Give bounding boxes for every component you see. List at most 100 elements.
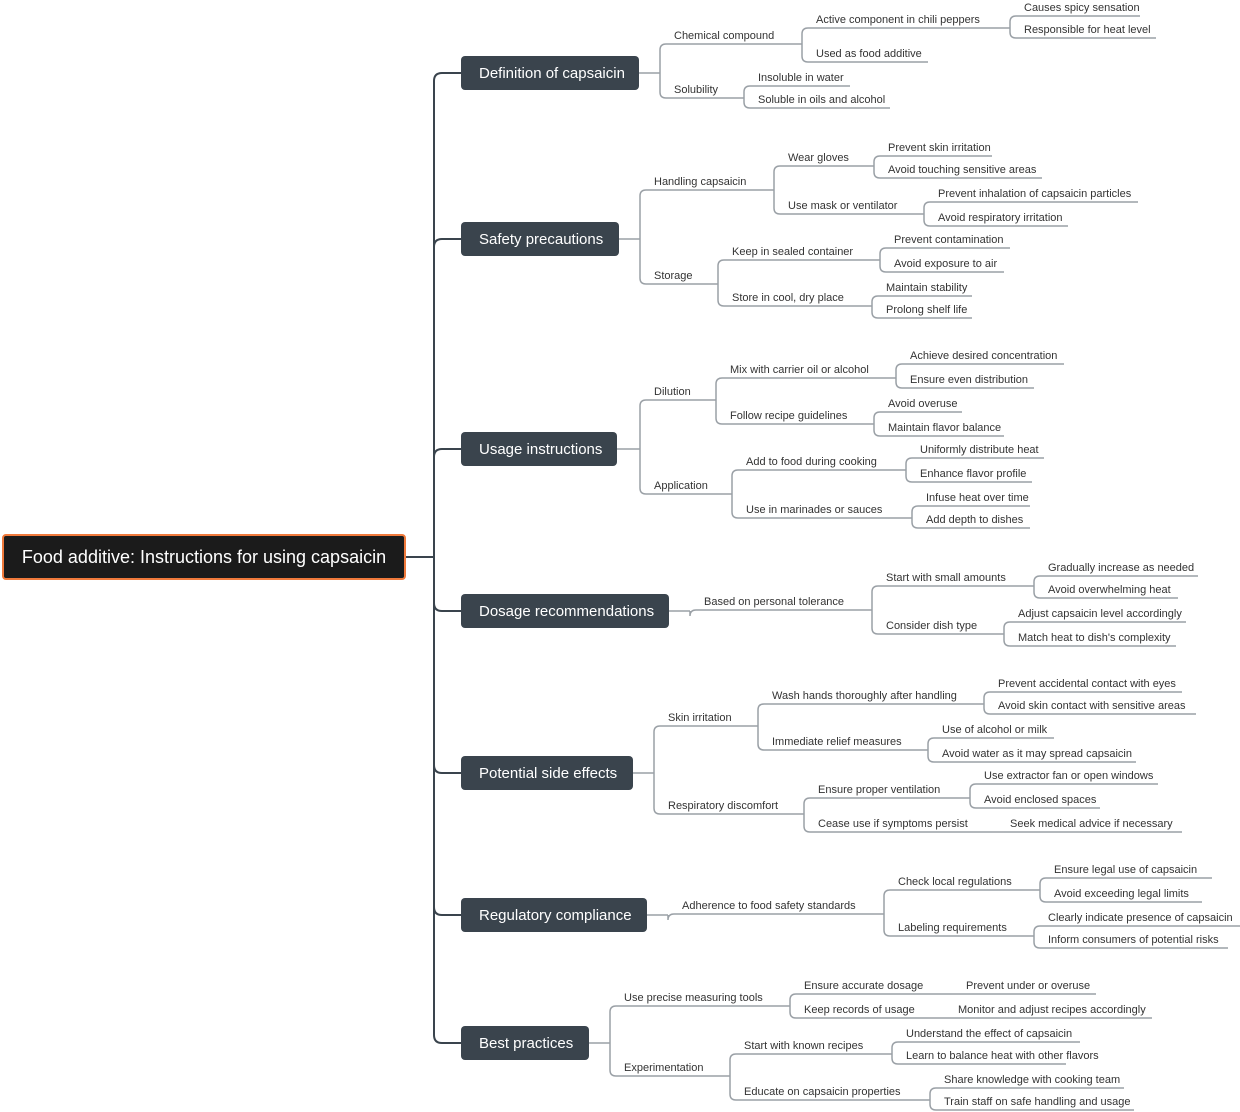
- topic-node-labeling-requirements[interactable]: Labeling requirements: [898, 922, 1007, 934]
- branch-node-safety-precautions[interactable]: Safety precautions: [461, 222, 619, 256]
- topic-node-start-with-small-amounts[interactable]: Start with small amounts: [886, 572, 1006, 584]
- topic-node-avoid-overuse[interactable]: Avoid overuse: [888, 398, 958, 410]
- connector-skin-irritation-link-0: [757, 703, 766, 726]
- topic-node-insoluble-in-water[interactable]: Insoluble in water: [758, 72, 844, 84]
- topic-node-adjust-capsaicin-level-accordingly[interactable]: Adjust capsaicin level accordingly: [1018, 608, 1182, 620]
- root-node[interactable]: Food additive: Instructions for using ca…: [2, 534, 406, 580]
- branch-node-regulatory-compliance[interactable]: Regulatory compliance: [461, 898, 647, 932]
- topic-node-soluble-in-oils-and-alcohol[interactable]: Soluble in oils and alcohol: [758, 94, 886, 106]
- topic-node-used-as-food-additive[interactable]: Used as food additive: [816, 48, 922, 60]
- topic-node-follow-recipe-guidelines[interactable]: Follow recipe guidelines: [730, 410, 848, 422]
- topic-node-train-staff-on-safe-handling-and-usage[interactable]: Train staff on safe handling and usage: [944, 1096, 1131, 1108]
- topic-node-keep-records-of-usage[interactable]: Keep records of usage: [804, 1004, 915, 1016]
- topic-node-avoid-exceeding-legal-limits[interactable]: Avoid exceeding legal limits: [1054, 888, 1189, 900]
- topic-node-enhance-flavor-profile[interactable]: Enhance flavor profile: [920, 468, 1027, 480]
- topic-node-educate-on-capsaicin-properties[interactable]: Educate on capsaicin properties: [744, 1086, 901, 1098]
- topic-node-share-knowledge-with-cooking-team[interactable]: Share knowledge with cooking team: [944, 1074, 1121, 1086]
- topic-node-maintain-stability[interactable]: Maintain stability: [886, 282, 968, 294]
- topic-node-avoid-overwhelming-heat[interactable]: Avoid overwhelming heat: [1048, 584, 1171, 596]
- topic-node-use-extractor-fan-or-open-windows[interactable]: Use extractor fan or open windows: [984, 770, 1154, 782]
- topic-node-monitor-and-adjust-recipes-accordingly[interactable]: Monitor and adjust recipes accordingly: [958, 1004, 1146, 1016]
- topic-node-add-depth-to-dishes[interactable]: Add depth to dishes: [926, 514, 1024, 526]
- topic-node-avoid-water-as-it-may-spread-capsaicin[interactable]: Avoid water as it may spread capsaicin: [942, 748, 1132, 760]
- topic-node-ensure-accurate-dosage[interactable]: Ensure accurate dosage: [804, 980, 924, 992]
- topic-node-application[interactable]: Application: [654, 480, 708, 492]
- topic-node-use-of-alcohol-or-milk[interactable]: Use of alcohol or milk: [942, 724, 1048, 736]
- topic-node-keep-in-sealed-container[interactable]: Keep in sealed container: [732, 246, 854, 258]
- topic-node-prevent-inhalation-of-capsaicin-particles[interactable]: Prevent inhalation of capsaicin particle…: [938, 188, 1132, 200]
- topic-node-match-heat-to-dish-s-complexity[interactable]: Match heat to dish's complexity: [1018, 632, 1171, 644]
- topic-node-dilution[interactable]: Dilution: [654, 386, 691, 398]
- topic-node-clearly-indicate-presence-of-capsaicin[interactable]: Clearly indicate presence of capsaicin: [1048, 912, 1233, 924]
- topic-node-immediate-relief-measures[interactable]: Immediate relief measures: [772, 736, 902, 748]
- connector-add-to-food-during-cooking-link-0: [905, 457, 914, 470]
- topic-node-prevent-contamination[interactable]: Prevent contamination: [894, 234, 1004, 246]
- topic-node-based-on-personal-tolerance[interactable]: Based on personal tolerance: [704, 596, 845, 608]
- topic-node-chemical-compound[interactable]: Chemical compound: [674, 30, 775, 42]
- branch-node-definition-of-capsaicin[interactable]: Definition of capsaicin: [461, 56, 639, 90]
- topic-node-infuse-heat-over-time[interactable]: Infuse heat over time: [926, 492, 1029, 504]
- connector-labeling-requirements-link-0: [1033, 925, 1042, 936]
- trunk-link-safety-precautions: [433, 238, 461, 557]
- topic-node-check-local-regulations[interactable]: Check local regulations: [898, 876, 1012, 888]
- connector-experimentation-link-1: [729, 1076, 738, 1101]
- topic-node-adherence-to-food-safety-standards[interactable]: Adherence to food safety standards: [682, 900, 856, 912]
- trunk-link-definition-of-capsaicin: [433, 72, 461, 557]
- branch-node-dosage-recommendations[interactable]: Dosage recommendations: [461, 594, 669, 628]
- topic-node-mix-with-carrier-oil-or-alcohol[interactable]: Mix with carrier oil or alcohol: [730, 364, 869, 376]
- topic-node-avoid-enclosed-spaces[interactable]: Avoid enclosed spaces: [984, 794, 1097, 806]
- topic-node-uniformly-distribute-heat[interactable]: Uniformly distribute heat: [920, 444, 1039, 456]
- topic-node-use-in-marinades-or-sauces[interactable]: Use in marinades or sauces: [746, 504, 883, 516]
- connector-check-local-regulations-link-1: [1039, 890, 1048, 903]
- connector-mix-with-carrier-oil-or-alcohol-link-0: [895, 363, 904, 378]
- branch-node-usage-instructions[interactable]: Usage instructions: [461, 432, 617, 466]
- topic-node-cease-use-if-symptoms-persist[interactable]: Cease use if symptoms persist: [818, 818, 968, 830]
- topic-node-active-component-in-chili-peppers[interactable]: Active component in chili peppers: [816, 14, 980, 26]
- topic-node-experimentation[interactable]: Experimentation: [624, 1062, 704, 1074]
- connector-follow-recipe-guidelines-link-1: [873, 424, 882, 437]
- topic-node-avoid-touching-sensitive-areas[interactable]: Avoid touching sensitive areas: [888, 164, 1037, 176]
- branch-node-potential-side-effects[interactable]: Potential side effects: [461, 756, 633, 790]
- topic-node-skin-irritation[interactable]: Skin irritation: [668, 712, 732, 724]
- topic-node-gradually-increase-as-needed[interactable]: Gradually increase as needed: [1048, 562, 1195, 574]
- topic-node-prevent-under-or-overuse[interactable]: Prevent under or overuse: [966, 980, 1091, 992]
- connector-dosage-recommendations-link-0: [689, 609, 698, 617]
- topic-node-learn-to-balance-heat-with-other-flavors[interactable]: Learn to balance heat with other flavors: [906, 1050, 1099, 1062]
- connector-ensure-proper-ventilation-link-1: [969, 798, 978, 809]
- topic-node-wear-gloves[interactable]: Wear gloves: [788, 152, 849, 164]
- topic-node-use-precise-measuring-tools[interactable]: Use precise measuring tools: [624, 992, 763, 1004]
- topic-node-storage[interactable]: Storage: [654, 270, 693, 282]
- topic-node-store-in-cool-dry-place[interactable]: Store in cool, dry place: [732, 292, 844, 304]
- topic-node-inform-consumers-of-potential-risks[interactable]: Inform consumers of potential risks: [1048, 934, 1219, 946]
- topic-node-responsible-for-heat-level[interactable]: Responsible for heat level: [1024, 24, 1151, 36]
- topic-node-maintain-flavor-balance[interactable]: Maintain flavor balance: [888, 422, 1002, 434]
- topic-node-prevent-accidental-contact-with-eyes[interactable]: Prevent accidental contact with eyes: [998, 678, 1176, 690]
- topic-node-use-mask-or-ventilator[interactable]: Use mask or ventilator: [788, 200, 898, 212]
- topic-node-start-with-known-recipes[interactable]: Start with known recipes: [744, 1040, 864, 1052]
- topic-node-ensure-even-distribution[interactable]: Ensure even distribution: [910, 374, 1029, 386]
- connector-definition-of-capsaicin-link-1: [659, 73, 668, 99]
- topic-node-consider-dish-type[interactable]: Consider dish type: [886, 620, 978, 632]
- topic-node-avoid-respiratory-irritation[interactable]: Avoid respiratory irritation: [938, 212, 1063, 224]
- topic-node-ensure-proper-ventilation[interactable]: Ensure proper ventilation: [818, 784, 941, 796]
- connector-active-component-in-chili-peppers-link-0: [1009, 15, 1018, 28]
- topic-node-seek-medical-advice-if-necessary[interactable]: Seek medical advice if necessary: [1010, 818, 1173, 830]
- connector-follow-recipe-guidelines-link-0: [873, 411, 882, 424]
- topic-node-respiratory-discomfort[interactable]: Respiratory discomfort: [668, 800, 779, 812]
- topic-node-avoid-exposure-to-air[interactable]: Avoid exposure to air: [894, 258, 998, 270]
- branch-node-best-practices[interactable]: Best practices: [461, 1026, 589, 1060]
- topic-node-avoid-skin-contact-with-sensitive-areas[interactable]: Avoid skin contact with sensitive areas: [998, 700, 1186, 712]
- topic-node-achieve-desired-concentration[interactable]: Achieve desired concentration: [910, 350, 1058, 362]
- topic-node-add-to-food-during-cooking[interactable]: Add to food during cooking: [746, 456, 877, 468]
- topic-node-solubility[interactable]: Solubility: [674, 84, 719, 96]
- topic-node-handling-capsaicin[interactable]: Handling capsaicin: [654, 176, 747, 188]
- topic-node-wash-hands-thoroughly-after-handling[interactable]: Wash hands thoroughly after handling: [772, 690, 957, 702]
- topic-node-prevent-skin-irritation[interactable]: Prevent skin irritation: [888, 142, 991, 154]
- topic-node-ensure-legal-use-of-capsaicin[interactable]: Ensure legal use of capsaicin: [1054, 864, 1198, 876]
- topic-node-causes-spicy-sensation[interactable]: Causes spicy sensation: [1024, 2, 1140, 14]
- connector-adherence-to-food-safety-standards-link-0: [883, 889, 892, 914]
- branch-node-label: Dosage recommendations: [479, 602, 655, 620]
- topic-node-prolong-shelf-life[interactable]: Prolong shelf life: [886, 304, 968, 316]
- topic-node-understand-the-effect-of-capsaicin[interactable]: Understand the effect of capsaicin: [906, 1028, 1073, 1040]
